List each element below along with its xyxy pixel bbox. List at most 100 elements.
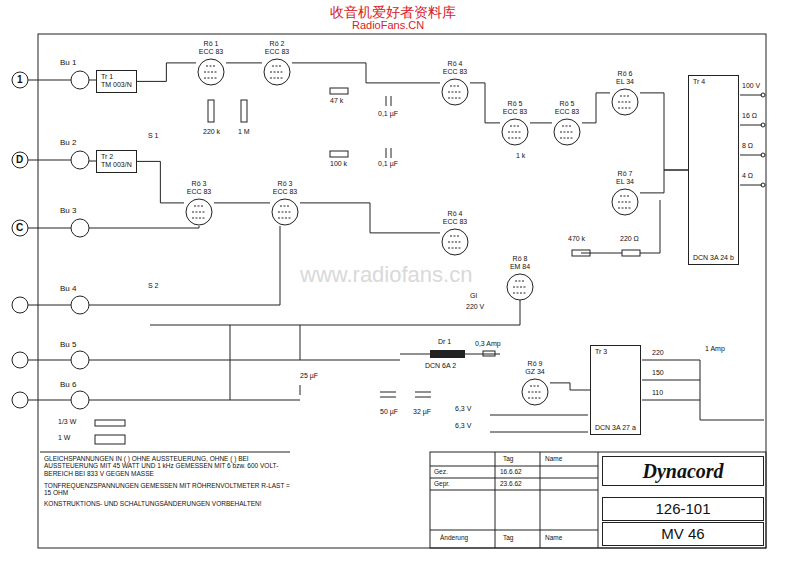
annotation: C [16, 222, 23, 234]
wire [89, 80, 96, 161]
annotation: 6,3 V [455, 422, 471, 430]
tube-envelope [185, 198, 213, 226]
annotation: 220 k [203, 128, 220, 136]
tube-outline [264, 59, 290, 85]
annotation: 220 [652, 349, 664, 357]
annotation: 4 Ω [742, 172, 753, 180]
jack-icon [12, 392, 28, 408]
tube-electrodes [560, 126, 574, 138]
tube-envelope [611, 188, 639, 216]
part-type: ECC 83 [185, 188, 213, 196]
tube-envelope [506, 273, 534, 301]
tube-outline [522, 379, 548, 405]
terminal [761, 183, 765, 187]
wire [89, 400, 300, 401]
transformer-box: Tr 1TM 003/N [96, 70, 137, 93]
tube-symbol: Rö 8EM 84 [505, 255, 535, 301]
tube-envelope [611, 88, 639, 116]
annotation: Bu 5 [60, 340, 76, 349]
annotation: Dr 1 [438, 338, 451, 346]
tube-envelope [197, 58, 225, 86]
socket-symbol [71, 296, 89, 314]
part-name: Rö 3 [185, 180, 213, 188]
tube-electrodes [204, 66, 218, 78]
part-type: ECC 83 [553, 108, 581, 116]
choke-symbol [430, 350, 465, 358]
annotation: GLEICHSPANNUNGEN IN ( ) OHNE AUSSTEUERUN… [44, 455, 294, 477]
annotation: Name [545, 534, 562, 541]
part-name: Rö 4 [441, 60, 469, 68]
annotation: 1 k [516, 152, 525, 160]
jack-icon [12, 152, 28, 168]
resistor-symbol [330, 151, 348, 157]
watermark: RadioFans.CN [352, 19, 424, 32]
tube-symbol: Rö 5ECC 83 [500, 100, 530, 146]
wire-connector [137, 161, 184, 203]
resistor-symbol [95, 420, 125, 426]
part-type: GZ 34 [521, 368, 549, 376]
annotation: KONSTRUKTIONS- UND SCHALTUNGSÄNDERUNGEN … [44, 500, 294, 507]
tube-symbol: Rö 6EL 34 [610, 70, 640, 116]
part-name: Rö 6 [611, 70, 639, 78]
wire-connector [470, 83, 500, 123]
annotation: Bu 3 [60, 206, 76, 215]
annotation: S 1 [148, 132, 159, 140]
part-name: Tr 1 [101, 73, 132, 81]
annotation: 25 µF [300, 372, 318, 380]
annotation: Bu 6 [60, 380, 76, 389]
tube-electrodes [528, 386, 542, 398]
annotation: 470 k [568, 235, 585, 243]
jack-icon [12, 220, 28, 236]
annotation: Gepr. [434, 480, 450, 487]
tube-symbol: Rö 9GZ 34 [520, 360, 550, 406]
wire [89, 360, 400, 361]
tube-envelope [271, 198, 299, 226]
part-name: Rö 7 [611, 170, 639, 178]
annotation: Tag [503, 455, 513, 462]
annotation: 47 k [330, 97, 343, 105]
wire-connector [530, 122, 552, 123]
socket-symbol [71, 391, 89, 409]
tube-electrodes [278, 206, 292, 218]
transformer-box: Tr 4DCN 3A 24 b [688, 75, 739, 265]
wire-connector [292, 63, 440, 83]
tube-outline [442, 79, 468, 105]
tube-envelope [521, 378, 549, 406]
part-name: Tr 4 [693, 78, 734, 86]
jack-icon [12, 72, 28, 88]
watermark: 收音机爱好者资料库 [330, 4, 456, 20]
tube-outline [612, 189, 638, 215]
tube-outline [198, 59, 224, 85]
annotation: 16.6.62 [500, 468, 522, 475]
socket-symbol [71, 219, 89, 237]
transformer-box: Tr 2TM 003/N [96, 150, 137, 173]
tube-symbol: Rö 2ECC 83 [262, 40, 292, 86]
resistor-symbol [330, 88, 348, 94]
part-name: Rö 3 [271, 180, 299, 188]
terminal [761, 123, 765, 127]
wire [150, 300, 520, 325]
annotation: 1 Amp [705, 345, 725, 353]
wire-connector [640, 93, 688, 170]
part-name: Rö 8 [506, 255, 534, 263]
title-cell: MV 46 [602, 522, 764, 546]
annotation: Bu 2 [60, 138, 76, 147]
socket-symbol [71, 151, 89, 169]
annotation: 16 Ω [742, 112, 757, 120]
tube-outline [442, 229, 468, 255]
tube-envelope [553, 118, 581, 146]
annotation: DCN 6A 2 [425, 362, 456, 370]
annotation: 6,3 V [455, 405, 471, 413]
part-type: DCN 3A 27 a [595, 424, 636, 432]
annotation: 23.6.62 [500, 480, 522, 487]
tube-symbol: Rö 3ECC 83 [270, 180, 300, 226]
tube-electrodes [508, 126, 522, 138]
part-name: MV 46 [607, 525, 759, 543]
annotation: Bu 4 [60, 284, 76, 293]
resistor-symbol [241, 100, 247, 122]
part-type: ECC 83 [441, 68, 469, 76]
wire [89, 226, 280, 305]
wire-connector [226, 62, 262, 63]
part-type: ECC 83 [197, 48, 225, 56]
annotation: 100 k [330, 160, 347, 168]
